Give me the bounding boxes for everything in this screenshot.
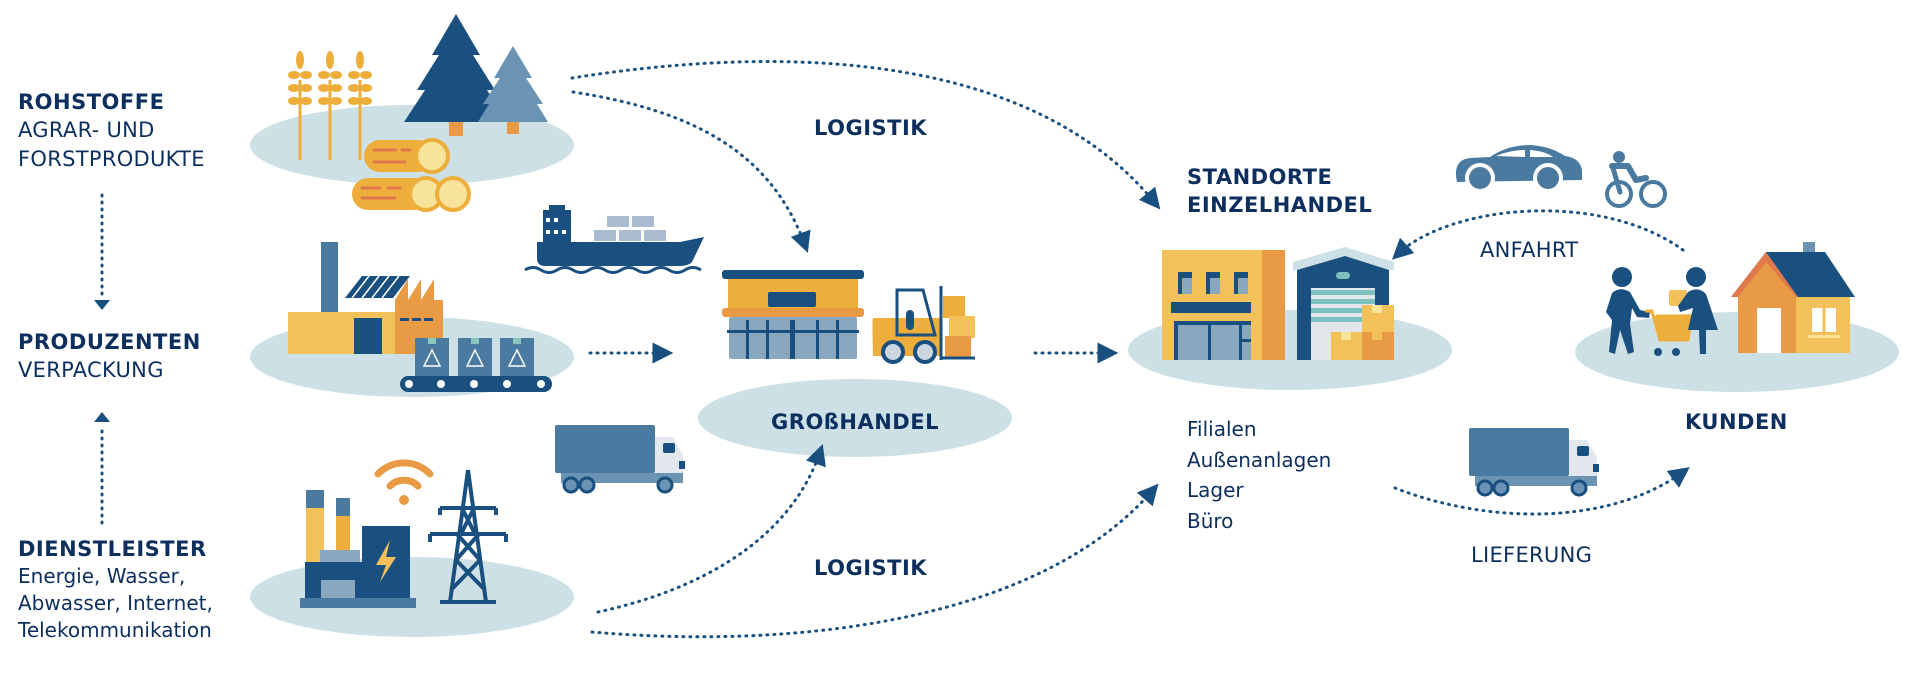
producers-title: PRODUZENTEN bbox=[18, 330, 201, 354]
wholesale-ground bbox=[698, 379, 1012, 457]
pine-tree-icon bbox=[404, 14, 508, 136]
wholesale-store-icon bbox=[722, 270, 864, 359]
car-icon bbox=[1455, 145, 1582, 193]
retail-location-item: Außenanlagen bbox=[1187, 447, 1332, 472]
arrival-label: ANFAHRT bbox=[1480, 238, 1579, 262]
shopper-woman-icon bbox=[1678, 267, 1718, 354]
conveyor-belt-icon bbox=[400, 338, 552, 392]
logistics-bottom-label: LOGISTIK bbox=[814, 556, 928, 580]
raw-materials-line-2: FORSTPRODUKTE bbox=[18, 146, 205, 171]
forklift-icon bbox=[872, 286, 975, 364]
container-ship-icon bbox=[524, 205, 704, 274]
services-line-3: Telekommunikation bbox=[18, 618, 212, 643]
raw-materials-line-1: AGRAR- UND bbox=[18, 118, 155, 143]
flow-retail-to-customers bbox=[1393, 467, 1690, 516]
flow-raw-to-retail bbox=[570, 60, 1161, 210]
retail-label: STANDORTE EINZELHANDEL bbox=[1187, 163, 1372, 220]
logistics-top-label: LOGISTIK bbox=[814, 116, 928, 140]
retail-location-item: Büro bbox=[1187, 508, 1234, 533]
flow-raw-to-wholesale bbox=[571, 90, 811, 253]
wheat-icon bbox=[288, 51, 372, 160]
raw-materials-label: ROHSTOFFE AGRAR- UND FORSTPRODUKTE bbox=[18, 88, 205, 173]
delivery-truck-icon bbox=[1469, 428, 1599, 497]
shopper-man-icon bbox=[1606, 267, 1650, 354]
logs-icon bbox=[352, 138, 471, 212]
services-label: DIENSTLEISTER Energie, Wasser, Abwasser,… bbox=[18, 535, 213, 644]
producers-label: PRODUZENTEN VERPACKUNG bbox=[18, 328, 201, 385]
bicycle-icon bbox=[1605, 151, 1667, 208]
wifi-icon bbox=[374, 459, 434, 505]
truck-icon bbox=[555, 425, 685, 494]
retail-location-item: Lager bbox=[1187, 478, 1244, 503]
house-icon bbox=[1731, 242, 1855, 353]
services-line-1: Energie, Wasser, bbox=[18, 564, 186, 589]
customers-label: KUNDEN bbox=[1685, 410, 1788, 434]
flow-customers-to-retail bbox=[1391, 209, 1685, 260]
services-ground bbox=[250, 557, 574, 637]
producers-line-1: VERPACKUNG bbox=[18, 358, 164, 383]
services-line-2: Abwasser, Internet, bbox=[18, 591, 213, 616]
factory-icon bbox=[288, 242, 443, 354]
flow-services-to-retail bbox=[590, 483, 1159, 639]
services-title: DIENSTLEISTER bbox=[18, 537, 207, 561]
delivery-label: LIEFERUNG bbox=[1471, 543, 1593, 567]
retail-title-line-1: STANDORTE bbox=[1187, 165, 1333, 189]
flow-services-to-wholesale bbox=[596, 444, 826, 614]
pine-tree-small-icon bbox=[478, 46, 548, 134]
retail-locations-list: Filialen Außenanlagen Lager Büro bbox=[1187, 414, 1331, 536]
retail-location-item: Filialen bbox=[1187, 417, 1257, 441]
warehouse-building-icon bbox=[1293, 247, 1394, 360]
raw-materials-title: ROHSTOFFE bbox=[18, 90, 165, 114]
retail-title-line-2: EINZELHANDEL bbox=[1187, 193, 1373, 218]
power-plant-icon bbox=[300, 490, 416, 608]
wholesale-label: GROßHANDEL bbox=[771, 410, 939, 434]
retail-store-building-icon bbox=[1162, 250, 1285, 360]
power-pylon-icon bbox=[428, 469, 508, 604]
flow-arrow-services-to-producers bbox=[94, 412, 110, 525]
flow-arrow-raw-to-producers bbox=[94, 193, 110, 310]
